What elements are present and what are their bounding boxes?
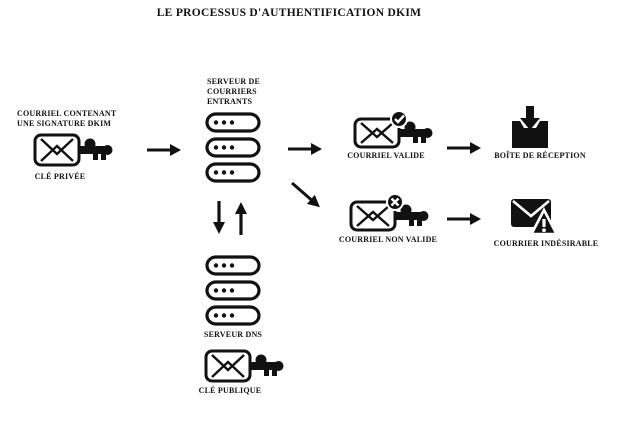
- valid-email-caption: COURRIEL VALIDE: [347, 151, 425, 160]
- inbox-caption: BOÎTE DE RÉCEPTION: [494, 151, 586, 160]
- arrow-up-icon: [235, 202, 247, 235]
- envelope-key-cross-icon: [349, 193, 435, 235]
- arrow-right-icon: [146, 143, 182, 157]
- envelope-key-icon: [204, 348, 284, 384]
- incoming-server-label-line1: SERVEUR DE: [207, 77, 261, 86]
- arrow-down-icon: [213, 201, 225, 234]
- arrow-right-icon: [446, 141, 482, 155]
- incoming-server-label-line3: ENTRANTS: [207, 97, 253, 106]
- diagram-title: LE PROCESSUS D'AUTHENTIFICATION DKIM: [156, 7, 422, 19]
- invalid-email-caption: COURRIEL NON VALIDE: [338, 235, 438, 244]
- arrow-diagonal-icon: [289, 181, 325, 215]
- signed-email-label: COURRIEL CONTENANT UNE SIGNATURE DKIM: [17, 109, 116, 129]
- signed-email-label-line1: COURRIEL CONTENANT: [17, 109, 117, 118]
- inbox-tray-icon: [510, 106, 550, 150]
- arrow-right-icon: [287, 142, 323, 156]
- envelope-warning-icon: [511, 197, 559, 239]
- dns-server-stack-icon: [205, 255, 261, 326]
- private-key-caption: CLÉ PRIVÉE: [34, 172, 86, 181]
- arrow-right-icon: [446, 212, 482, 226]
- envelope-key-icon: [33, 132, 113, 168]
- public-key-caption: CLÉ PUBLIQUE: [198, 386, 262, 395]
- spam-caption: COURRIER INDÉSIRABLE: [493, 239, 599, 248]
- envelope-key-check-icon: [353, 110, 439, 152]
- dns-server-caption: SERVEUR DNS: [203, 330, 263, 339]
- incoming-server-label: SERVEUR DE COURRIERS ENTRANTS: [207, 77, 260, 107]
- dns-exchange-arrows: [210, 200, 256, 236]
- signed-email-label-line2: UNE SIGNATURE DKIM: [17, 119, 112, 128]
- incoming-server-label-line2: COURRIERS: [207, 87, 257, 96]
- incoming-server-stack-icon: [205, 112, 261, 183]
